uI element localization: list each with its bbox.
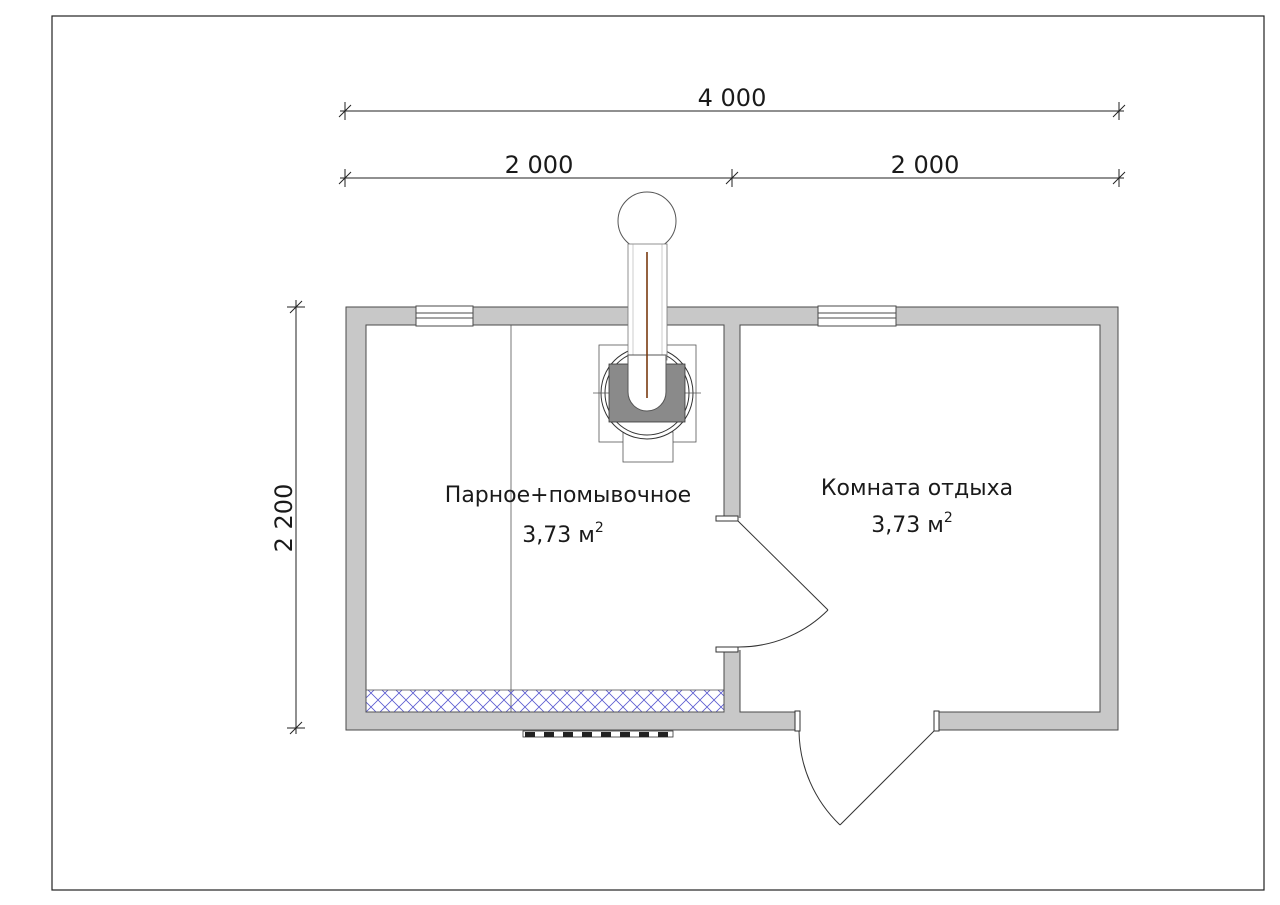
room-area-steam-sup: 2 [595,520,604,536]
dimension-right-width-label: 2 000 [891,151,960,179]
dimension-left-width-label: 2 000 [505,151,574,179]
dimension-left-width [338,169,1126,187]
entrance-door-swing-icon [794,710,940,826]
dimension-total-width-label: 4 000 [698,84,767,112]
drawing-frame [51,15,1265,891]
dimension-height [287,300,305,735]
window-left [415,305,474,327]
bench-hatched [365,689,725,713]
room-area-steam: 3,73 м2 [522,520,604,548]
room-area-rest-value: 3,73 м [871,513,944,538]
dimension-total-width [338,102,1126,120]
door-swing-icon [715,515,829,653]
floor-vent [522,730,674,738]
room-name-steam: Парное+помывочное [445,483,691,508]
window-right [817,305,897,327]
dimension-height-label: 2 200 [270,484,298,553]
room-name-rest: Комната отдыха [821,476,1013,501]
room-area-rest-sup: 2 [944,510,953,526]
room-area-rest: 3,73 м2 [871,510,953,538]
entrance-door-opening [797,711,938,732]
chimney-icon [617,191,677,412]
interior-door-opening [723,518,741,650]
room-area-steam-value: 3,73 м [522,523,595,548]
